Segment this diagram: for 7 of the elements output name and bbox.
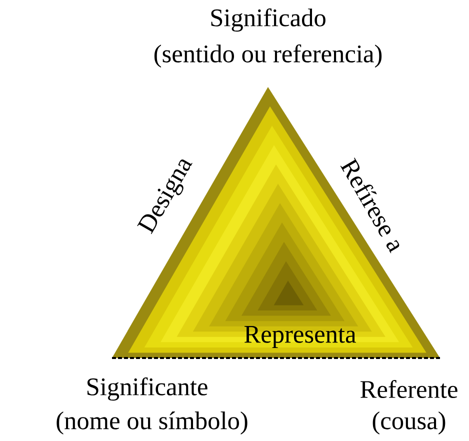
text-label: (cousa) [372,412,446,434]
text-label: Significado [211,8,326,32]
text-label: (nome ou símbolo) [56,412,248,434]
text-label: (sentido ou referencia) [154,44,382,68]
text-label: Significante [88,377,208,401]
text-label: Referente [360,380,458,398]
text-label: Representa [244,326,356,348]
